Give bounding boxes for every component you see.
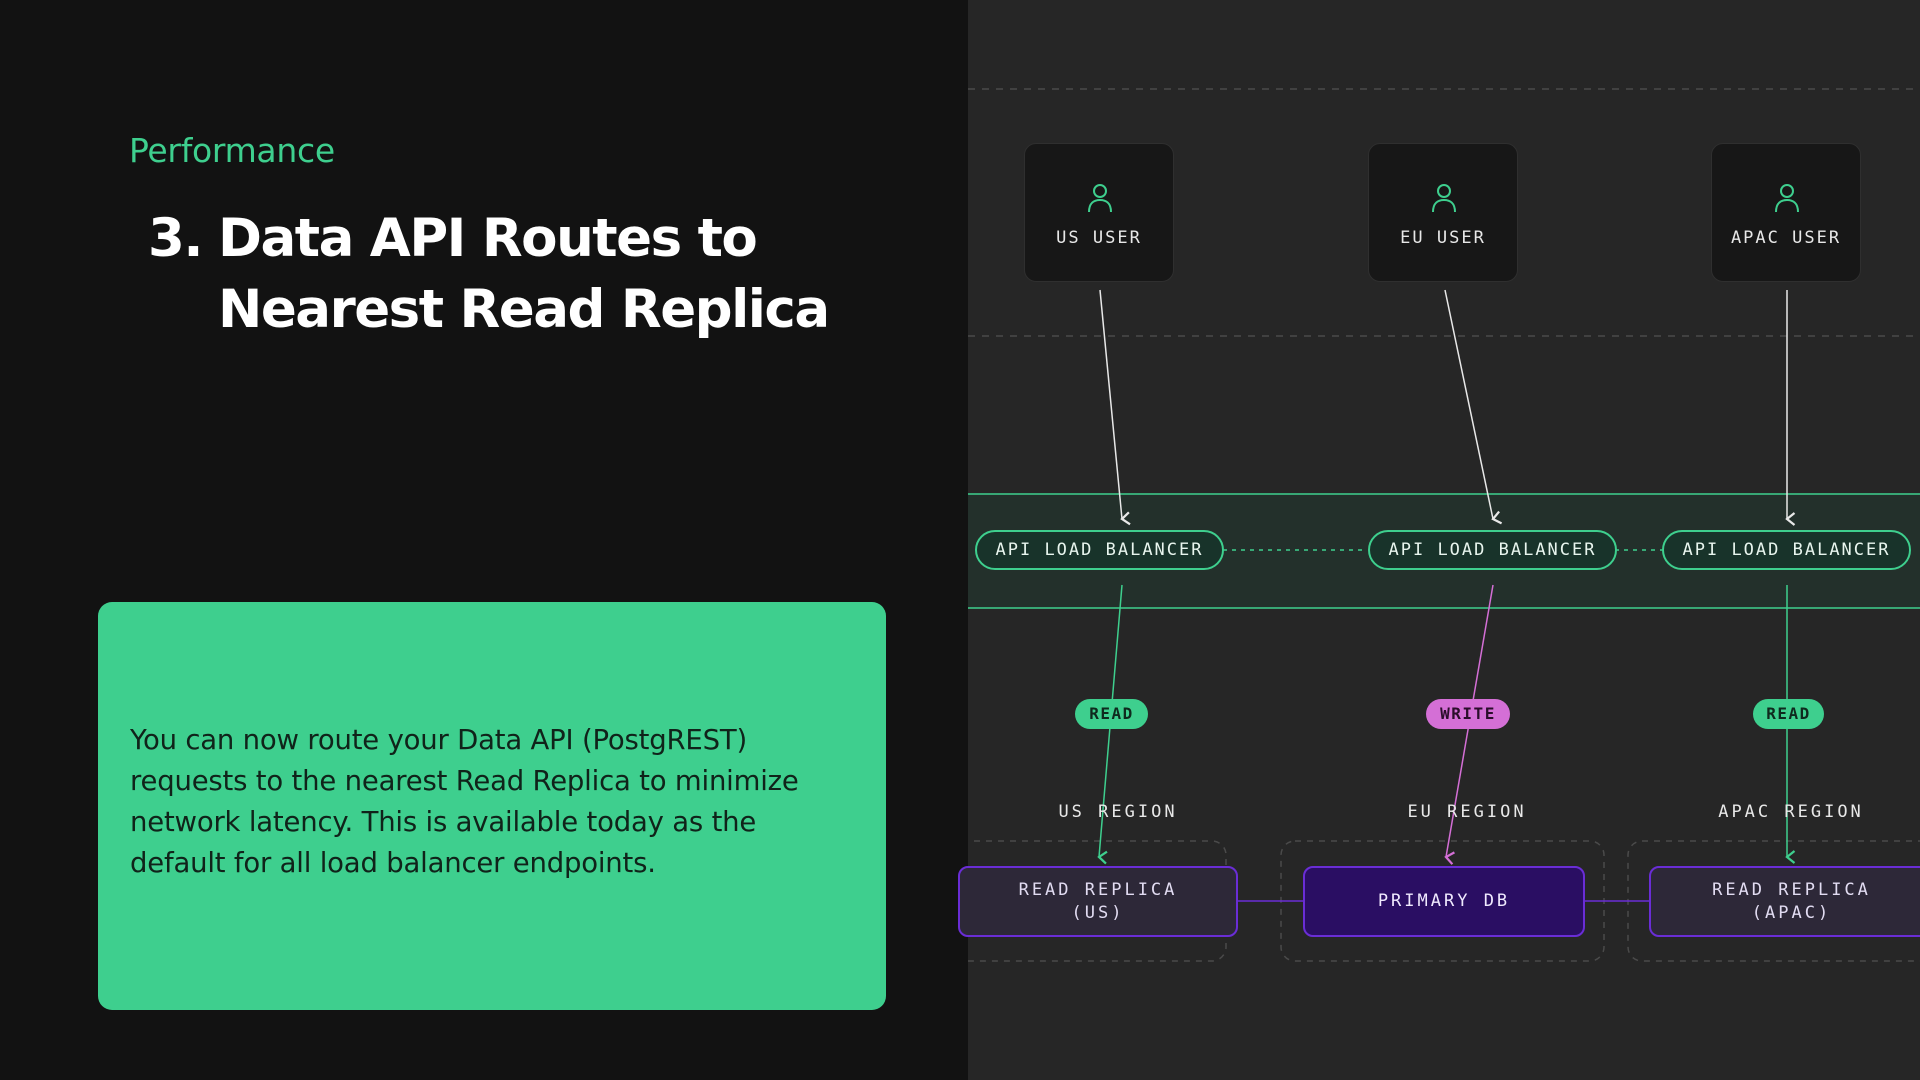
us-load-balancer: API LOAD BALANCER [975, 530, 1224, 570]
text-panel: Performance 3. Data API Routes to Neares… [98, 131, 886, 1010]
section-eyebrow: Performance [129, 131, 335, 170]
user-label: US USER [1056, 228, 1142, 248]
title-line-1: Data API Routes to [218, 208, 758, 269]
user-label: APAC USER [1730, 228, 1842, 248]
user-icon [1432, 184, 1456, 213]
apac-read-replica: READ REPLICA (APAC) [1649, 866, 1920, 937]
description-text: You can now route your Data API (PostgRE… [130, 724, 799, 879]
architecture-diagram: US USER EU USER APAC USER API LOAD BALAN… [958, 0, 1920, 1080]
title-number: 3. [148, 208, 204, 269]
us-user-arrow [1099, 289, 1131, 526]
eu-region-label: EU REGION [1407, 802, 1527, 822]
read-badge: READ [1075, 699, 1148, 729]
db-label: READ REPLICA [1018, 879, 1178, 900]
user-icon [1088, 184, 1112, 213]
read-badge: READ [1753, 699, 1824, 729]
db-sublabel: (APAC) [1751, 902, 1832, 923]
us-user-node: US USER [1024, 143, 1174, 282]
apac-region-label: APAC REGION [1718, 802, 1864, 822]
write-badge: WRITE [1426, 699, 1510, 729]
user-icon [1775, 184, 1799, 213]
title-line-2: Nearest Read Replica [218, 279, 830, 340]
us-read-replica: READ REPLICA (US) [958, 866, 1238, 937]
description-card: You can now route your Data API (PostgRE… [98, 602, 886, 1010]
eu-load-balancer: API LOAD BALANCER [1368, 530, 1617, 570]
user-label: EU USER [1400, 228, 1486, 248]
db-sublabel: (US) [1071, 902, 1125, 923]
apac-user-node: APAC USER [1711, 143, 1861, 282]
db-label: READ REPLICA [1712, 879, 1871, 900]
primary-db: PRIMARY DB [1303, 866, 1585, 937]
apac-load-balancer: API LOAD BALANCER [1662, 530, 1911, 570]
eu-user-node: EU USER [1368, 143, 1518, 282]
eu-user-arrow [1444, 289, 1503, 525]
us-region-label: US REGION [1058, 802, 1178, 822]
db-label: PRIMARY DB [1377, 891, 1511, 911]
